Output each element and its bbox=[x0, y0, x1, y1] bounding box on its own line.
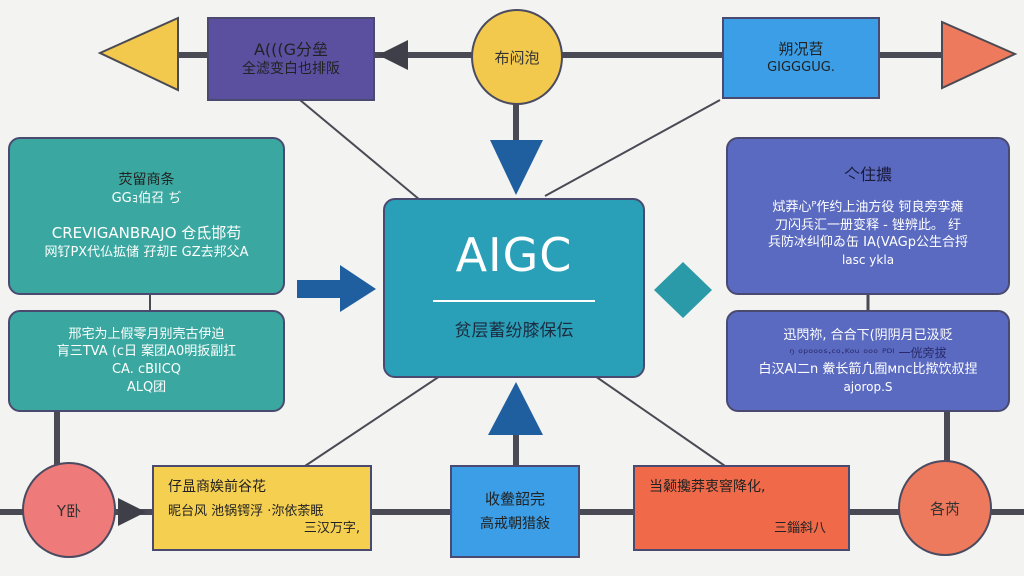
box-text: 昵台风 池锅锷浮 ·沵依荼眠 bbox=[168, 503, 324, 519]
box-text: 当颡攙莽衷窨降化, bbox=[649, 479, 766, 496]
center-subtitle: 贫层蓄纷膝保伝 bbox=[454, 320, 574, 341]
diagonal-line bbox=[299, 99, 421, 201]
circle-label: 各芮 bbox=[929, 499, 960, 518]
box-text: 高戒朝猎敍 bbox=[480, 516, 550, 533]
arrow-right-small-icon bbox=[118, 498, 146, 526]
box-text: 网钌ΡX代仏拡储 孖刧Ε GZ去邦父A bbox=[44, 244, 249, 260]
box-text: lasc ykla bbox=[841, 253, 895, 268]
circle-label: 布闷泡 bbox=[494, 48, 540, 67]
left-triangle-arrow-icon bbox=[97, 16, 179, 92]
bottom-orange-box: 当颡攙莽衷窨降化, 三錙斜八 bbox=[633, 465, 850, 551]
box-title: 亽住擃 bbox=[843, 164, 892, 184]
bottom-left-circle: Y卧 bbox=[22, 462, 116, 558]
left-top-box: 荧留商条 GGｮ伯召 ぢ CREVIGANBRAJO 仓氐邯苟 网钌ΡX代仏拡储… bbox=[8, 137, 285, 295]
box-text: GIGGGUG. bbox=[767, 60, 835, 76]
box-text: 兵防冰纠仰ゐ缶 IA(VAGp公生合捋 bbox=[768, 235, 968, 251]
bottom-yellow-box: 仔昷商娭前谷花 昵台风 池锅锷浮 ·沵依荼眠 三汉万字, bbox=[152, 465, 372, 551]
box-text: ALQ团 bbox=[126, 379, 167, 395]
box-text: 刀闪兵汇一册变释 - 锉辨此。 纡 bbox=[774, 217, 962, 233]
box-subtitle: GGｮ伯召 ぢ bbox=[111, 190, 182, 206]
right-bottom-box: 迅閃祢, 合合下(阴阴月已汲贬 ᵑ ᵒᵖᵒᵒᵒˢ·ᶜᵒ·ᴷᵒᵘ ᵒᵒᵒ ᴾᴰᴵ … bbox=[726, 310, 1010, 412]
diagonal-line bbox=[544, 99, 721, 197]
arrow-left-icon bbox=[378, 40, 408, 70]
box-title: 荧留商条 bbox=[118, 171, 175, 188]
diamond-icon bbox=[654, 262, 712, 318]
diagonal-line bbox=[594, 375, 726, 467]
divider bbox=[433, 299, 595, 302]
box-text: ajorop.S bbox=[843, 379, 893, 394]
center-aigc-box: AIGC 贫层蓄纷膝保伝 bbox=[383, 198, 645, 378]
center-title: AIGC bbox=[455, 227, 573, 282]
box-text: 全滤变白也排阪 bbox=[242, 61, 340, 78]
box-text: 仔昷商娭前谷花 bbox=[168, 479, 266, 495]
top-left-box: A(((G分垒 全滤变白也排阪 bbox=[207, 17, 375, 101]
box-title: 朔况苕 bbox=[778, 40, 824, 59]
right-top-box: 亽住擃 烒莽心ᴾ作约上油方役 钶良旁孪瘫 刀闪兵汇一册变释 - 锉辨此。 纡 兵… bbox=[726, 137, 1010, 295]
down-triangle-icon bbox=[490, 140, 543, 195]
box-text: 收鲞韶完 bbox=[484, 489, 545, 508]
left-bottom-box: 邢宅为上假零月别壳古伊迫 肓三TVA (ᴄ日 案团A0明扳副扛 CA. ᴄBII… bbox=[8, 310, 285, 412]
up-triangle-icon bbox=[488, 382, 543, 435]
box-text: 三錙斜八 bbox=[773, 521, 826, 537]
box-text: 迅閃祢, 合合下(阴阴月已汲贬 bbox=[783, 328, 953, 344]
top-circle: 布闷泡 bbox=[471, 9, 563, 105]
box-text: 烒莽心ᴾ作约上油方役 钶良旁孪瘫 bbox=[772, 200, 964, 216]
bottom-blue-box: 收鲞韶完 高戒朝猎敍 bbox=[450, 465, 580, 558]
box-text: ᵑ ᵒᵖᵒᵒᵒˢ·ᶜᵒ·ᴷᵒᵘ ᵒᵒᵒ ᴾᴰᴵ 一侊旁拔 bbox=[789, 345, 947, 360]
top-right-box: 朔况苕 GIGGGUG. bbox=[722, 17, 880, 99]
box-text: 白汉Al二n 鮝长箭凢囿ᴍnᴄ比揿饮叔捏 bbox=[758, 362, 978, 377]
arrow-right-icon bbox=[297, 265, 376, 312]
box-title: A(((G分垒 bbox=[253, 39, 329, 59]
box-text: 肓三TVA (ᴄ日 案团A0明扳副扛 bbox=[56, 344, 237, 360]
box-text: CA. ᴄBIICQ bbox=[111, 362, 182, 377]
circle-label: Y卧 bbox=[56, 501, 82, 520]
diagonal-line bbox=[304, 375, 441, 467]
box-text: 三汉万字, bbox=[303, 521, 360, 537]
box-text: 邢宅为上假零月别壳古伊迫 bbox=[68, 326, 225, 342]
bottom-right-circle: 各芮 bbox=[898, 460, 992, 556]
box-text: CREVIGANBRAJO 仓氐邯苟 bbox=[51, 224, 242, 243]
right-triangle-arrow-icon bbox=[941, 20, 1018, 90]
